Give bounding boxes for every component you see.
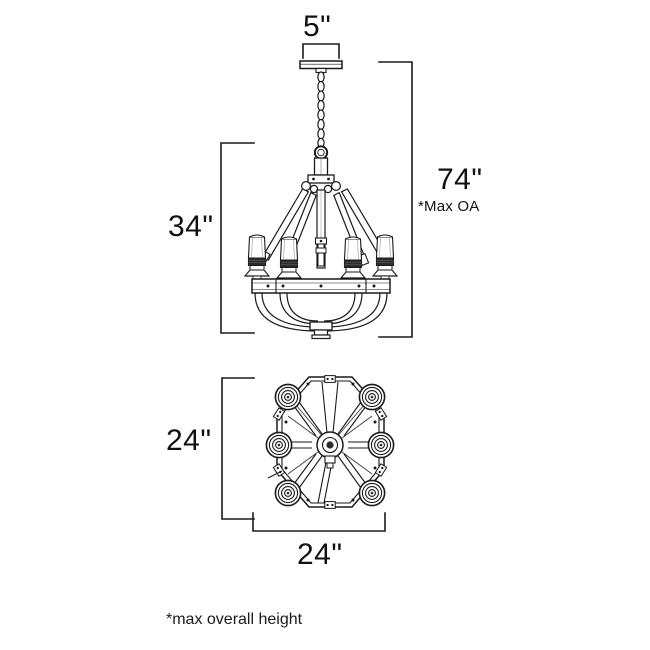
bulb-socket [340, 236, 366, 283]
dimension-bracket-plan-width [252, 512, 386, 532]
center-hub [316, 431, 344, 469]
horizontal-frame-band [251, 278, 391, 294]
hanging-chain [317, 71, 325, 149]
plan-socket [358, 383, 386, 411]
front-elevation-view [244, 60, 398, 340]
upper-stem-block [307, 157, 335, 184]
bottom-finial [309, 321, 333, 340]
dimension-label-plan-height: 24" [166, 424, 212, 457]
plan-socket [358, 479, 386, 507]
top-plan-view [265, 375, 395, 509]
dimension-label-plan-width: 24" [297, 538, 343, 571]
plan-corner-brackets [272, 375, 388, 509]
frame-bracket [324, 375, 336, 383]
dimension-bracket-plan-height [221, 377, 255, 520]
canopy-plate [299, 60, 343, 74]
central-stem [314, 189, 328, 269]
footnote-max-overall-height: *max overall height [166, 611, 303, 628]
suspension-ring [313, 145, 329, 160]
dimension-label-canopy-width: 5" [303, 10, 332, 43]
plan-leader-tick [267, 470, 283, 479]
dimension-label-overall-height: 74" [437, 163, 483, 196]
dimension-note-max-oa: *Max OA [418, 198, 480, 215]
dimension-label-fixture-height: 34" [168, 210, 214, 243]
dimension-bracket-overall-height [378, 61, 413, 338]
plan-socket [274, 479, 302, 507]
curved-basket-ribs [254, 292, 388, 332]
plan-socket [367, 431, 395, 459]
dimension-bracket-canopy-width [302, 43, 340, 59]
frame-bracket [324, 501, 336, 509]
bulb-socket [244, 234, 270, 281]
plan-socket [274, 383, 302, 411]
dimension-bracket-fixture-height [220, 142, 255, 334]
plan-socket [265, 431, 293, 459]
